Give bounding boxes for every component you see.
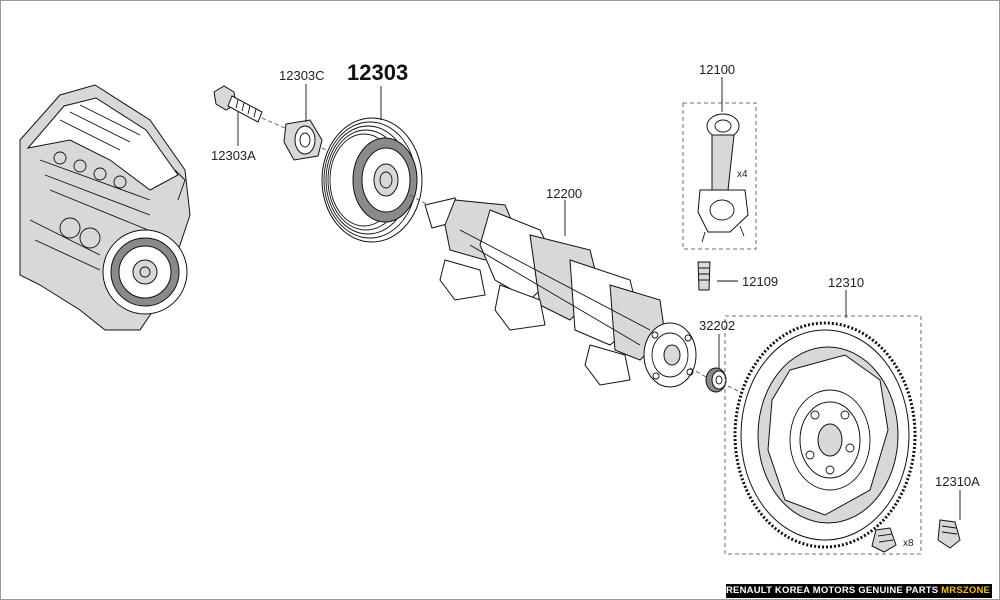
engine-assembly-illustration — [19, 84, 191, 331]
axis-line — [727, 385, 749, 397]
part-number-32202[interactable]: 32202 — [699, 318, 735, 333]
conrod-group-box — [682, 102, 757, 250]
axis-line — [261, 117, 286, 129]
part-number-12100[interactable]: 12100 — [699, 62, 735, 77]
flywheel-group-box — [724, 315, 922, 555]
footer-banner: RENAULT KOREA MOTORS GENUINE PARTS MRSZO… — [726, 584, 992, 598]
part-number-12303A[interactable]: 12303A — [211, 148, 256, 163]
flywheel-bolt-quantity: x8 — [903, 538, 914, 549]
crankshaft-12200 — [424, 197, 697, 388]
leader-lines — [237, 77, 961, 520]
flywheel-12310 — [733, 321, 917, 549]
axis-line — [409, 194, 429, 206]
conrod-bolt-12109 — [697, 261, 711, 291]
crank-pulley-12303 — [321, 117, 423, 243]
connecting-rod-12100 — [697, 113, 749, 243]
part-number-12109[interactable]: 12109 — [742, 274, 778, 289]
flywheel-bolt-pair — [871, 527, 897, 553]
footer-brand: MRSZONE — [941, 585, 991, 596]
pilot-bearing-32202 — [705, 367, 727, 393]
axis-line — [689, 367, 709, 379]
footer-text: RENAULT KOREA MOTORS GENUINE PARTS — [726, 585, 942, 596]
part-number-12303C[interactable]: 12303C — [279, 68, 325, 83]
crank-bolt-12303A — [213, 85, 263, 123]
part-number-12310A[interactable]: 12310A — [935, 474, 980, 489]
flywheel-bolt-12310A — [937, 519, 961, 549]
part-number-12303[interactable]: 12303 — [347, 60, 408, 85]
conrod-quantity: x4 — [737, 169, 748, 180]
part-number-12200[interactable]: 12200 — [546, 186, 582, 201]
sleeve-12303C — [283, 119, 323, 161]
part-number-12310[interactable]: 12310 — [828, 275, 864, 290]
